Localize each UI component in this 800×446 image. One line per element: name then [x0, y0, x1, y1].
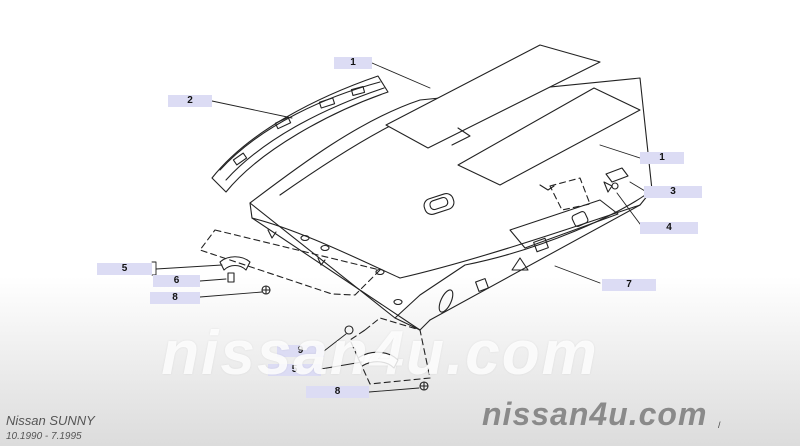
callout-8-screw: 8 [150, 292, 200, 304]
callout-1-front-sheet: 1 [334, 57, 372, 69]
corner-mark: / [718, 420, 721, 430]
sheet-front [385, 44, 601, 149]
production-dates: 10.1990 - 7.1995 [6, 431, 82, 442]
callout-5-assist-grip: 5 [97, 263, 152, 275]
callout-5-assist-grip-right: 5 [268, 364, 321, 376]
callout-3-clip: 3 [644, 186, 702, 198]
assist-grip-right [344, 325, 429, 391]
leader-lines [151, 62, 646, 393]
callout-9-clip: 9 [277, 345, 324, 357]
callout-7-headlining: 7 [602, 279, 656, 291]
callout-6-grip-clip: 6 [153, 275, 200, 287]
callout-8-screw-right: 8 [306, 386, 369, 398]
assist-grip-left [219, 256, 271, 295]
sheet-rear [451, 87, 641, 186]
clip-parts [603, 167, 629, 193]
callout-4-clip: 4 [640, 222, 698, 234]
vehicle-model: Nissan SUNNY [6, 413, 95, 428]
assembly-boxes [199, 177, 591, 385]
roof-rail-stay [211, 75, 389, 193]
rear-edge-details [438, 184, 619, 313]
dome-lamp-opening [423, 193, 455, 215]
watermark-center: nissan4u.com [161, 319, 599, 388]
callout-1-rear-sheet: 1 [640, 152, 684, 164]
mounting-holes [267, 229, 403, 306]
watermark-corner: nissan4u.com [482, 396, 708, 432]
callout-2-roof-stay: 2 [168, 95, 212, 107]
